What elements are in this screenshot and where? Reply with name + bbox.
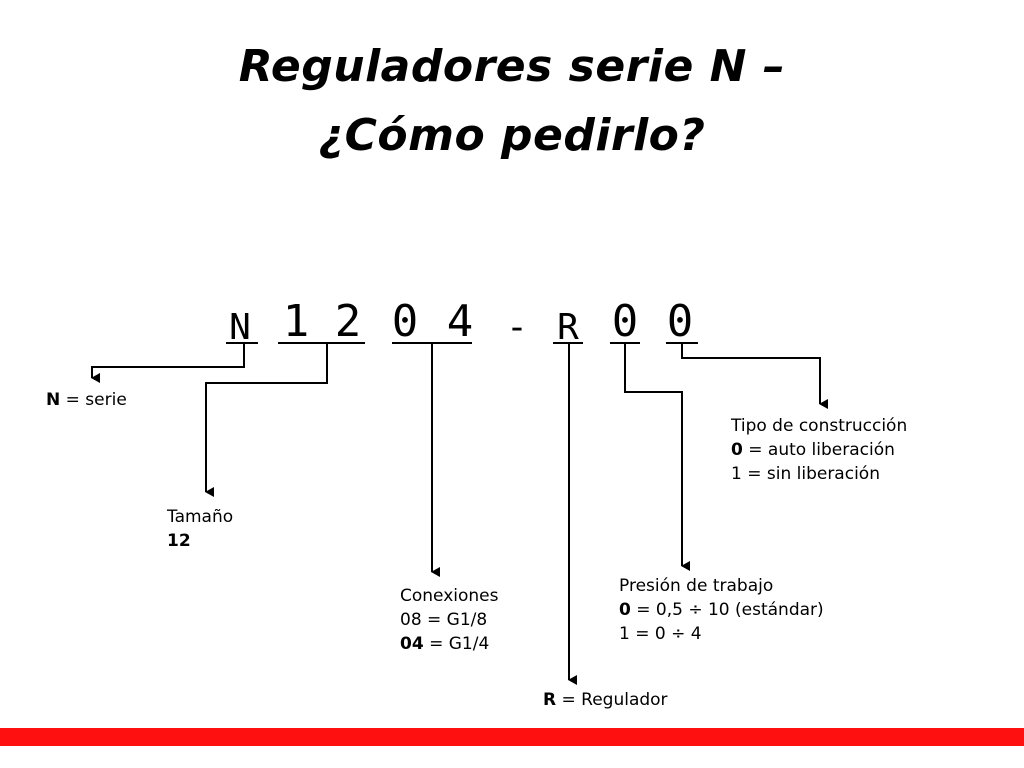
- label-presion: Presión de trabajo 0 = 0,5 ÷ 10 (estánda…: [619, 574, 824, 646]
- serie-text: = serie: [60, 390, 127, 410]
- slide-title-line2: ¿Cómo pedirlo?: [318, 110, 706, 161]
- conexiones-line2-key: 04: [400, 634, 424, 654]
- conexiones-line1: 08 = G1/8: [400, 610, 488, 630]
- conexiones-line2-text: = G1/4: [423, 634, 490, 654]
- presion-heading: Presión de trabajo: [619, 576, 774, 596]
- construccion-line1-text: = auto liberación: [742, 440, 895, 460]
- slide-title-line1: Reguladores serie N –: [238, 41, 786, 92]
- construccion-heading: Tipo de construcción: [731, 416, 908, 436]
- code-char-1: 1: [282, 296, 310, 347]
- label-tamano: Tamaño 12: [167, 505, 233, 553]
- arrow-serie: [91, 343, 245, 383]
- construccion-line2: 1 = sin liberación: [731, 464, 880, 484]
- label-conexiones: Conexiones 08 = G1/8 04 = G1/4: [400, 584, 498, 656]
- label-construccion: Tipo de construcción 0 = auto liberación…: [731, 414, 907, 486]
- code-char-0c: 0: [666, 296, 694, 347]
- arrow-presion: [624, 343, 690, 571]
- code-char-r: R: [557, 307, 579, 348]
- code-char-dash: -: [506, 307, 528, 348]
- regulador-key: R: [543, 690, 557, 710]
- bottom-accent-bar: [0, 728, 1024, 746]
- label-regulador: R = Regulador: [543, 688, 668, 712]
- presion-line1-text: = 0,5 ÷ 10 (estándar): [630, 600, 824, 620]
- code-char-2: 2: [334, 296, 362, 347]
- regulador-text: = Regulador: [556, 690, 668, 710]
- code-char-0a: 0: [391, 296, 419, 347]
- code-char-4: 4: [446, 296, 474, 347]
- presion-line2: 1 = 0 ÷ 4: [619, 624, 702, 644]
- conexiones-heading: Conexiones: [400, 586, 499, 606]
- presion-line1-key: 0: [619, 600, 631, 620]
- code-char-0b: 0: [611, 296, 639, 347]
- arrow-construccion: [681, 343, 828, 409]
- construccion-line1-key: 0: [731, 440, 743, 460]
- tamano-heading: Tamaño: [167, 507, 234, 527]
- arrow-tamano: [205, 343, 328, 497]
- tamano-value: 12: [167, 531, 191, 551]
- serie-key: N: [46, 390, 61, 410]
- label-serie: N = serie: [46, 388, 127, 412]
- code-char-n: N: [229, 307, 251, 348]
